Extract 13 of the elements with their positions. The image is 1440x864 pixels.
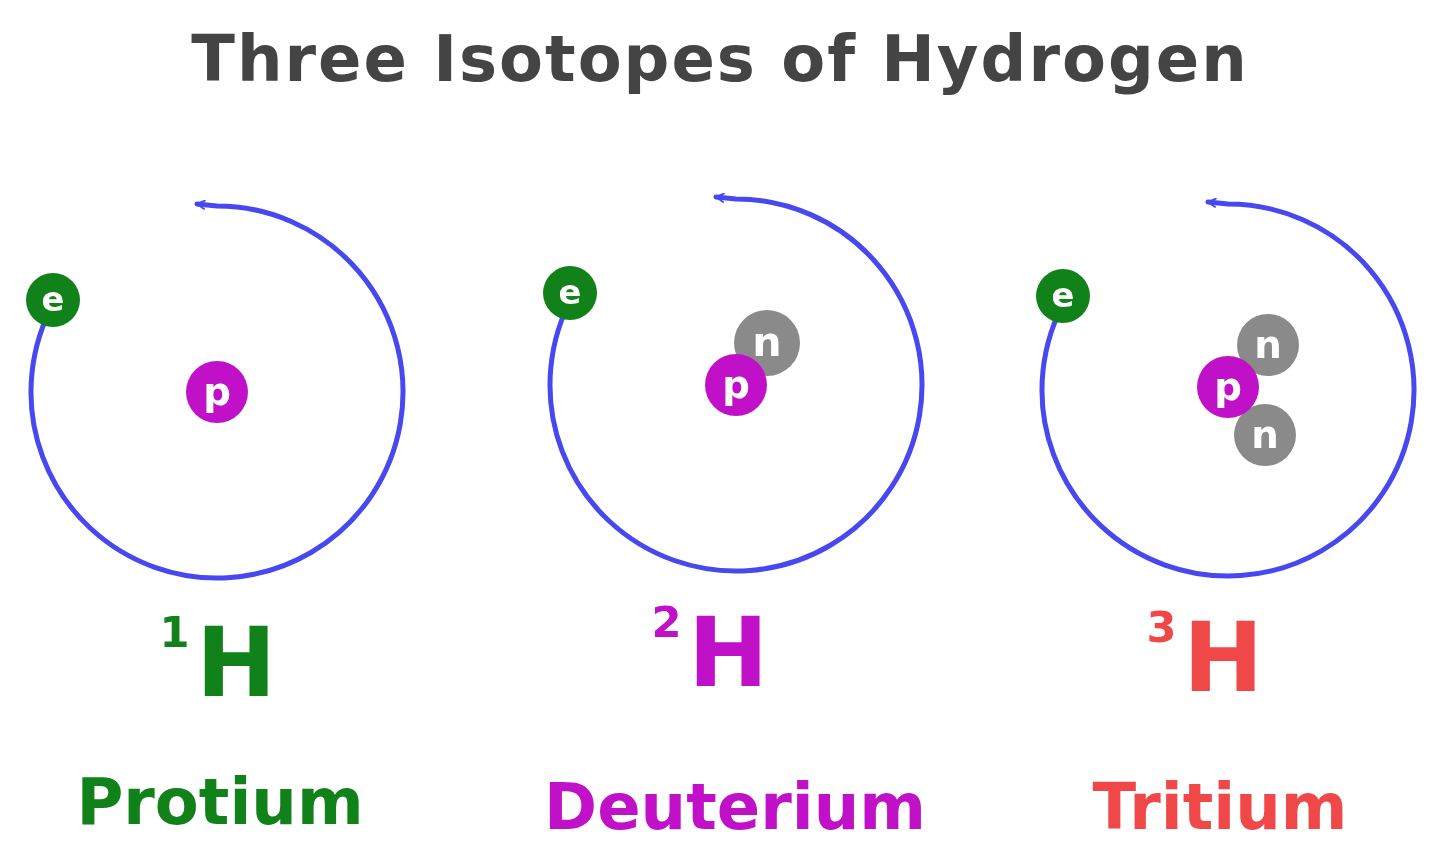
title: Three Isotopes of Hydrogen [190,22,1250,96]
isotope-symbol: $^{3}$H [1145,610,1265,706]
isotope-name: Tritium [1091,775,1349,839]
electron-circle: e [1036,269,1090,323]
electron-circle: e [26,273,80,327]
electron-circle: e [543,266,597,320]
proton-circle: p [186,361,248,423]
isotope-name: Protium [75,770,365,834]
neutron-circle: n [1234,404,1296,466]
isotope-name: Deuterium [543,775,927,839]
isotope-symbol: $^{1}$H [158,615,278,711]
isotope-symbol: $^{2}$H [650,605,770,701]
neutron-circle: n [1237,314,1299,376]
